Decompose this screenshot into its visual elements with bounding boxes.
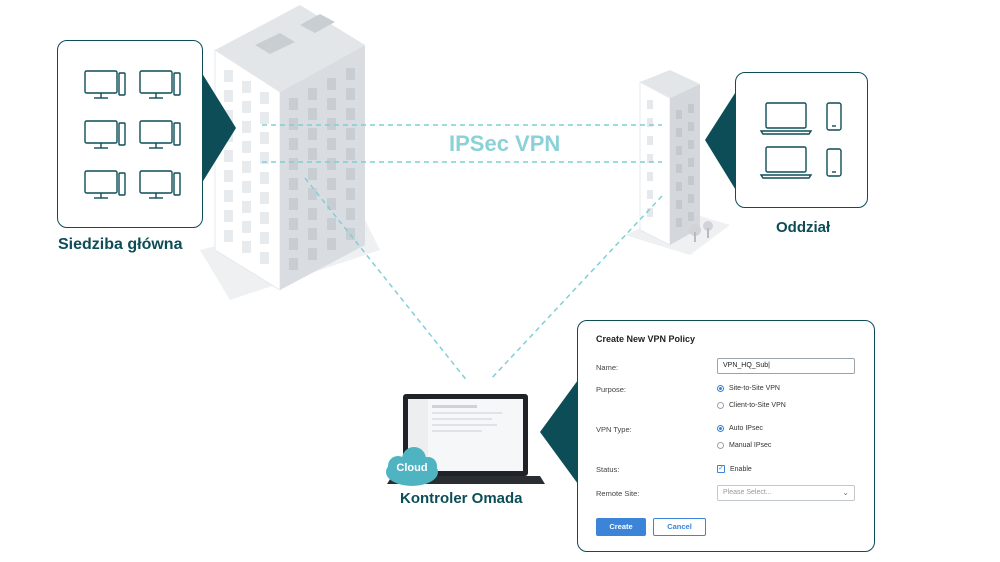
chevron-down-icon: ⌄ — [842, 488, 849, 497]
radio-icon[interactable] — [717, 402, 724, 409]
desktop-monitor-icon — [84, 120, 126, 149]
controller-caption: Kontroler Omada — [400, 490, 523, 507]
status-enable-label: Enable — [730, 465, 752, 473]
hq-building — [214, 5, 365, 291]
branch-building — [625, 70, 730, 255]
purpose-option-client-to-site[interactable]: Client-to-Site VPN — [717, 402, 786, 409]
radio-selected-icon[interactable] — [717, 385, 724, 392]
vpn-label: IPSec VPN — [449, 131, 561, 156]
branch-caption: Oddział — [776, 219, 831, 236]
desktop-monitor-icon — [139, 70, 181, 99]
vpn-type-label: VPN Type: — [596, 425, 632, 434]
controller-callout-pointer — [540, 380, 578, 484]
status-label: Status: — [596, 465, 620, 474]
hq-callout-pointer — [200, 70, 236, 186]
vpn-type-option-label: Manual IPsec — [729, 442, 772, 449]
remote-site-placeholder: Please Select... — [723, 489, 772, 496]
vpn-tunnel — [262, 124, 663, 383]
radio-icon[interactable] — [717, 442, 724, 449]
hq-devices-panel — [57, 40, 203, 228]
vpn-policy-form: Create New VPN Policy Name: VPN_HQ_Sub| … — [577, 320, 875, 552]
hq-device-grid — [84, 70, 181, 199]
radio-selected-icon[interactable] — [717, 425, 724, 432]
hq-caption: Siedziba główna — [58, 236, 183, 253]
name-input[interactable]: VPN_HQ_Sub| — [717, 358, 855, 374]
purpose-option-label: Site-to-Site VPN — [729, 385, 780, 392]
branch-devices-panel — [735, 72, 868, 208]
smartphone-icon — [826, 148, 842, 177]
laptop-icon — [759, 146, 813, 179]
cloud-icon — [386, 447, 438, 486]
desktop-monitor-icon — [84, 170, 126, 199]
remote-site-label: Remote Site: — [596, 489, 640, 498]
desktop-monitor-icon — [84, 70, 126, 99]
status-enable-checkbox[interactable]: ✓ Enable — [717, 465, 752, 473]
remote-site-select[interactable]: Please Select... ⌄ — [717, 485, 855, 501]
branch-device-grid — [759, 102, 842, 179]
checkmark-icon[interactable]: ✓ — [717, 465, 725, 473]
purpose-option-label: Client-to-Site VPN — [729, 402, 786, 409]
cancel-button[interactable]: Cancel — [653, 518, 706, 536]
name-label: Name: — [596, 363, 619, 372]
vpn-type-option-manual[interactable]: Manual IPsec — [717, 442, 771, 449]
create-button[interactable]: Create — [596, 518, 646, 536]
laptop-icon — [759, 102, 813, 135]
smartphone-icon — [826, 102, 842, 131]
cloud-label: Cloud — [396, 462, 428, 474]
purpose-option-site-to-site[interactable]: Site-to-Site VPN — [717, 385, 780, 392]
branch-callout-pointer — [705, 90, 737, 192]
vpn-type-option-label: Auto IPsec — [729, 425, 763, 432]
form-title: Create New VPN Policy — [596, 334, 696, 344]
purpose-label: Purpose: — [596, 385, 627, 394]
vpn-type-option-auto[interactable]: Auto IPsec — [717, 425, 763, 432]
desktop-monitor-icon — [139, 170, 181, 199]
desktop-monitor-icon — [139, 120, 181, 149]
